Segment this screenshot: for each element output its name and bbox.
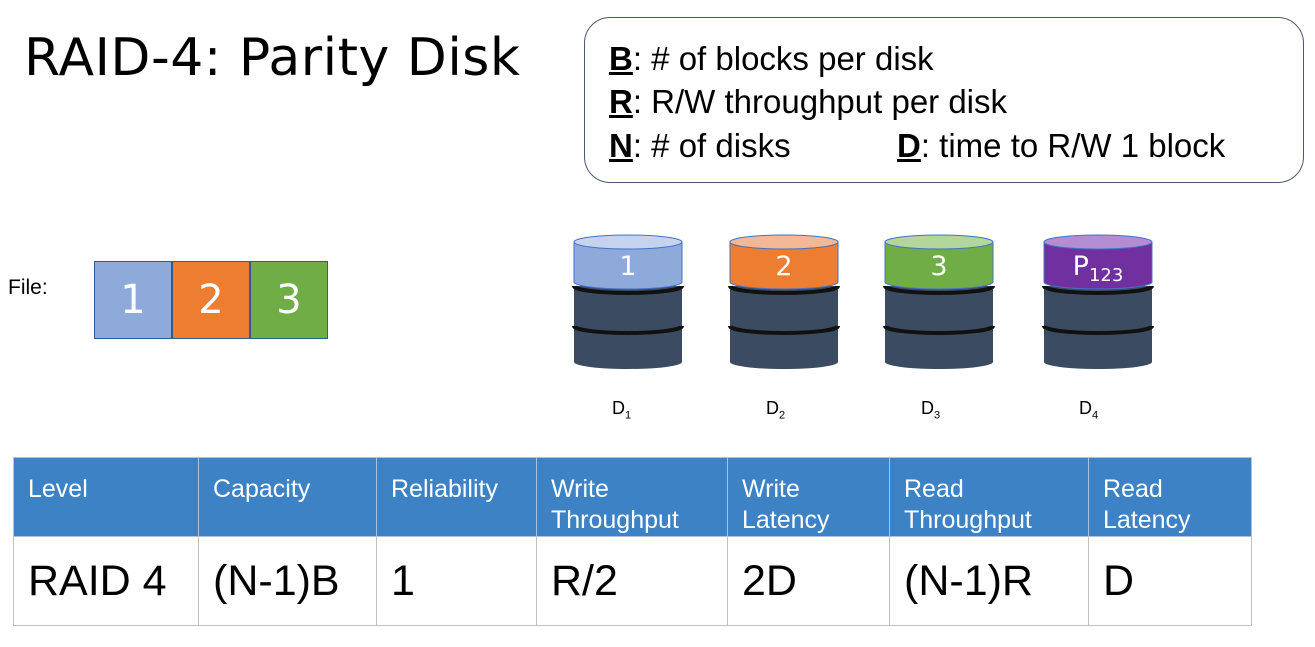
legend-key-n: N bbox=[609, 127, 633, 164]
disk-label-2: D2 bbox=[766, 398, 786, 422]
cell-write-throughput: R/2 bbox=[536, 536, 728, 626]
legend-text-n: : # of disks bbox=[632, 127, 791, 164]
cell-reliability: 1 bbox=[376, 536, 537, 626]
disk-block-label: 2 bbox=[775, 251, 792, 282]
header-level: Level bbox=[13, 457, 199, 537]
disk-band bbox=[728, 325, 840, 335]
file-block-1: 1 bbox=[94, 261, 172, 339]
disk-label-3: D3 bbox=[921, 398, 941, 422]
disk-band bbox=[883, 285, 995, 295]
file-label: File: bbox=[8, 276, 48, 299]
legend-item-d: D: time to R/W 1 block bbox=[897, 127, 1225, 165]
disk-band bbox=[1042, 325, 1154, 335]
disk-1: 1 bbox=[572, 234, 684, 369]
cell-write-latency: 2D bbox=[727, 536, 890, 626]
legend-key-d: D bbox=[897, 127, 921, 164]
cell-capacity: (N-1)B bbox=[198, 536, 377, 626]
disk-label-4: D4 bbox=[1079, 398, 1099, 422]
disk-body bbox=[730, 286, 838, 369]
disk-lid bbox=[573, 234, 683, 250]
cell-read-latency: D bbox=[1088, 536, 1252, 626]
disk-band bbox=[883, 325, 995, 335]
legend-box: B: # of blocks per disk R: R/W throughpu… bbox=[584, 17, 1304, 183]
legend-item-r: R: R/W throughput per disk bbox=[609, 83, 1007, 121]
disk-lid bbox=[884, 234, 994, 250]
legend-text-r: : R/W throughput per disk bbox=[632, 83, 1008, 120]
disk-body bbox=[1044, 286, 1152, 369]
disk-array: 1 2 3 P123 bbox=[572, 234, 1154, 369]
disk-block-label: 1 bbox=[619, 251, 636, 282]
disk-4: P123 bbox=[1042, 234, 1154, 369]
disk-body bbox=[885, 286, 993, 369]
legend-key-b: B bbox=[609, 40, 633, 77]
legend-item-b: B: # of blocks per disk bbox=[609, 40, 934, 78]
legend-text-b: : # of blocks per disk bbox=[632, 40, 934, 77]
disk-lid bbox=[1043, 234, 1153, 250]
page-title: RAID-4: Parity Disk bbox=[24, 28, 521, 88]
disk-band bbox=[1042, 285, 1154, 295]
disk-band bbox=[572, 325, 684, 335]
disk-label-1: D1 bbox=[612, 398, 632, 422]
disk-body bbox=[574, 286, 682, 369]
disk-band bbox=[572, 285, 684, 295]
legend-key-r: R bbox=[609, 83, 633, 120]
cell-level: RAID 4 bbox=[13, 536, 199, 626]
header-reliability: Reliability bbox=[376, 457, 537, 537]
legend-item-n: N: # of disks bbox=[609, 127, 791, 165]
disk-top-segment bbox=[1043, 241, 1153, 290]
cell-read-throughput: (N-1)R bbox=[889, 536, 1089, 626]
disk-lid bbox=[729, 234, 839, 250]
disk-block-label: 3 bbox=[930, 251, 947, 282]
file-block-3: 3 bbox=[250, 261, 328, 339]
table-row: RAID 4 (N-1)B 1 R/2 2D (N-1)R D bbox=[13, 536, 1252, 626]
disk-top-segment bbox=[573, 241, 683, 290]
legend-text-d: : time to R/W 1 block bbox=[920, 127, 1226, 164]
disk-top-segment bbox=[729, 241, 839, 290]
disk-top-segment bbox=[884, 241, 994, 290]
disk-3: 3 bbox=[883, 234, 995, 369]
disk-band bbox=[728, 285, 840, 295]
file-block-2: 2 bbox=[172, 261, 250, 339]
header-capacity: Capacity bbox=[198, 457, 377, 537]
disk-2: 2 bbox=[728, 234, 840, 369]
